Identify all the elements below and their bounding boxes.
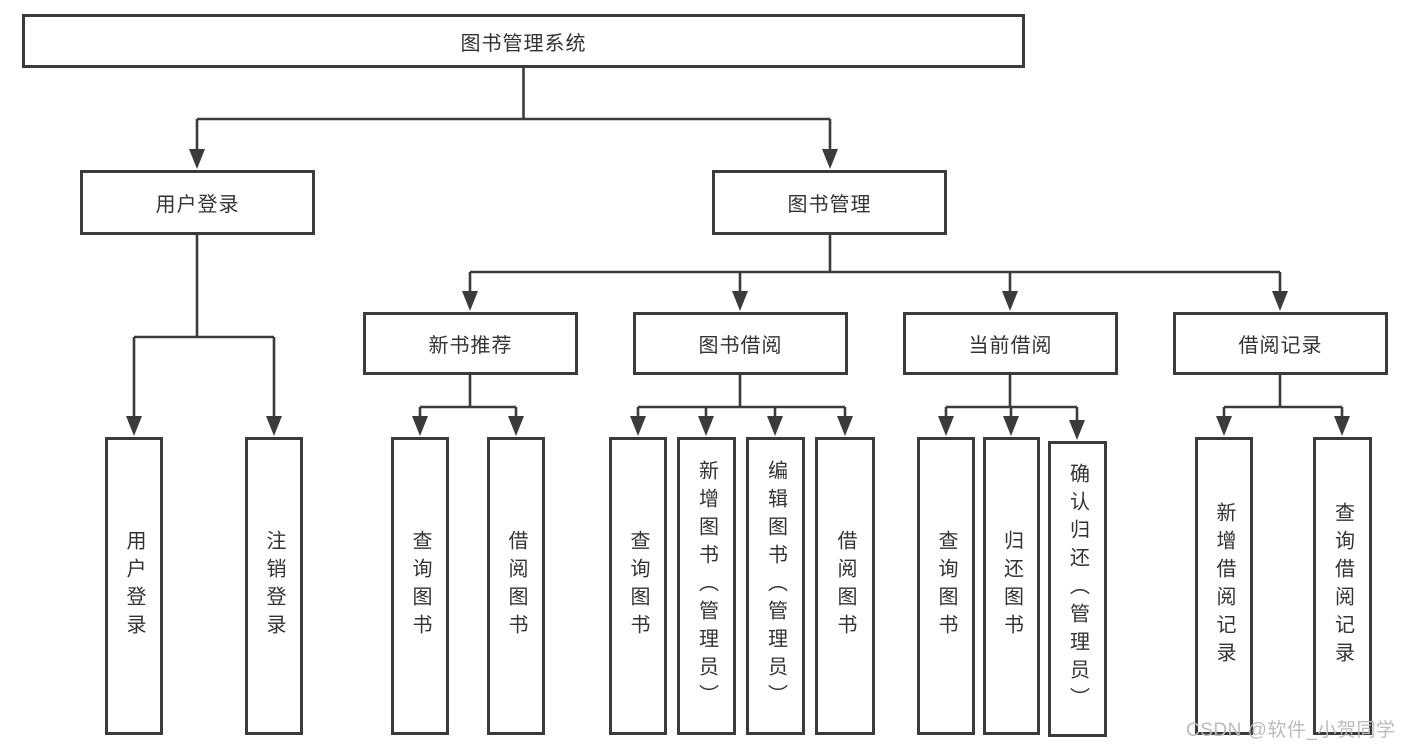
leaf-return-book-label: 归还图书 [1000, 530, 1023, 642]
leaf-query-books-current-label: 查询图书 [935, 530, 957, 642]
leaf-user-login: 用户登录 [105, 437, 163, 735]
node-root-label: 图书管理系统 [460, 32, 587, 55]
leaf-query-books-recommend-label: 查询图书 [409, 530, 431, 642]
node-user-login-label: 用户登录 [155, 194, 240, 216]
leaf-logout: 注销登录 [245, 437, 303, 735]
leaf-query-books-borrowing: 查询图书 [609, 437, 667, 735]
leaf-borrow-books-recommend-label: 借阅图书 [505, 530, 527, 642]
node-borrowing-records: 借阅记录 [1173, 312, 1388, 375]
leaf-confirm-return-admin: 确认归还（管理员） [1048, 441, 1107, 737]
leaf-query-books-current: 查询图书 [917, 437, 975, 735]
leaf-add-book-admin-label: 新增图书（管理员） [695, 460, 718, 712]
leaf-borrow-books-borrowing-label: 借阅图书 [834, 530, 856, 642]
leaf-add-borrow-record: 新增借阅记录 [1195, 437, 1253, 735]
node-user-login: 用户登录 [80, 170, 315, 235]
leaf-add-borrow-record-label: 新增借阅记录 [1213, 502, 1235, 670]
leaf-query-books-borrowing-label: 查询图书 [627, 530, 649, 642]
leaf-return-book: 归还图书 [983, 437, 1040, 735]
leaf-confirm-return-admin-label: 确认归还（管理员） [1066, 463, 1089, 715]
node-new-book-recommend-label: 新书推荐 [428, 335, 513, 357]
node-book-borrowing-label: 图书借阅 [698, 335, 783, 357]
leaf-edit-book-admin-label: 编辑图书（管理员） [764, 460, 787, 712]
leaf-borrow-books-recommend: 借阅图书 [487, 437, 545, 735]
leaf-logout-label: 注销登录 [263, 530, 285, 642]
node-book-borrowing: 图书借阅 [633, 312, 848, 375]
watermark: CSDN @软件_小贺同学 [1186, 720, 1396, 741]
leaf-borrow-books-borrowing: 借阅图书 [815, 437, 875, 735]
leaf-query-borrow-record-label: 查询借阅记录 [1331, 502, 1354, 670]
leaf-edit-book-admin: 编辑图书（管理员） [746, 437, 805, 735]
node-book-management: 图书管理 [712, 170, 947, 235]
node-new-book-recommend: 新书推荐 [363, 312, 578, 375]
leaf-add-book-admin: 新增图书（管理员） [677, 437, 736, 735]
node-book-management-label: 图书管理 [787, 194, 872, 216]
node-borrowing-records-label: 借阅记录 [1238, 335, 1323, 357]
leaf-query-books-recommend: 查询图书 [391, 437, 449, 735]
node-root: 图书管理系统 [22, 14, 1025, 68]
node-current-borrowing-label: 当前借阅 [968, 335, 1053, 357]
leaf-user-login-label: 用户登录 [123, 530, 145, 642]
leaf-query-borrow-record: 查询借阅记录 [1313, 437, 1372, 735]
node-current-borrowing: 当前借阅 [903, 312, 1118, 375]
